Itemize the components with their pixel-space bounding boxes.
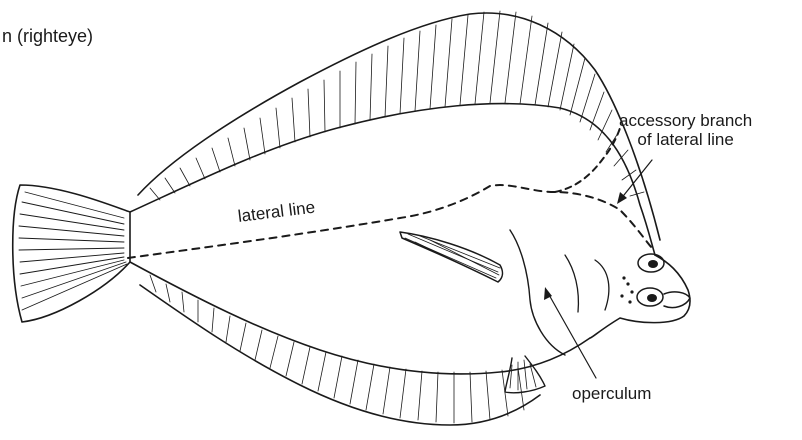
- accessory-branch-label-line1: accessory branch: [619, 111, 752, 130]
- caudal-fin: [13, 185, 130, 322]
- operculum-edge: [510, 230, 565, 355]
- body-upper-outline: [130, 104, 655, 255]
- operculum-arrow: [544, 287, 596, 378]
- accessory-branch-arrow: [617, 160, 652, 204]
- mouth: [664, 292, 690, 308]
- accessory-branch-label-line2: of lateral line: [619, 130, 752, 149]
- dorsal-fin-rays: [150, 11, 644, 200]
- operculum-label: operculum: [572, 384, 651, 403]
- body-lower-outline: [130, 262, 590, 374]
- head-pores: [620, 276, 633, 303]
- figure-title-label: n (righteye): [2, 27, 93, 46]
- preoperculum-edge: [565, 255, 578, 312]
- accessory-branch-label: accessory branch of lateral line: [619, 111, 752, 149]
- pectoral-fin-rays: [405, 234, 500, 278]
- lower-eye-pupil: [647, 294, 657, 302]
- dorsal-fin-edge: [138, 13, 660, 240]
- caudal-fin-rays: [19, 192, 127, 310]
- ventral-fin-edge: [140, 285, 540, 425]
- lateral-line: [128, 185, 652, 258]
- upper-eye-pupil: [648, 260, 658, 268]
- accessory-branch-lateral-line: [555, 128, 620, 192]
- gill-cover-curve: [595, 260, 609, 310]
